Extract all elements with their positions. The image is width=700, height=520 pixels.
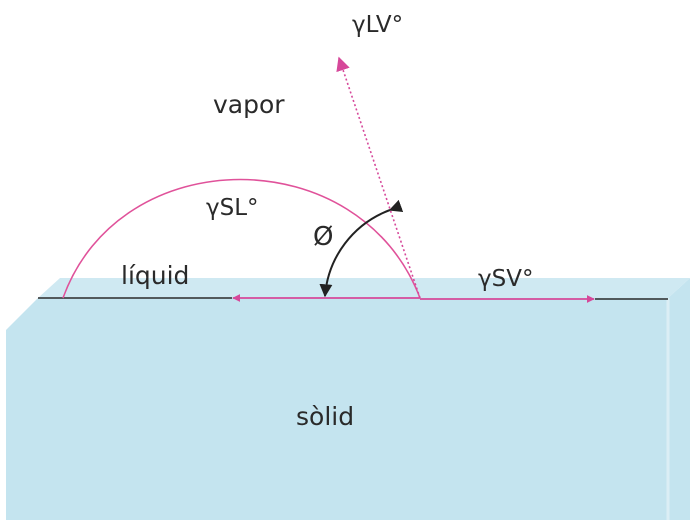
solid-label: sòlid (296, 402, 355, 431)
gamma-lv-label: γLV° (352, 12, 404, 38)
gamma-sl-label: γSL° (206, 195, 259, 221)
contact-angle-label: Ø (313, 222, 334, 252)
gamma-sv-label: γSV° (478, 266, 534, 292)
vapor-label: vapor (213, 90, 285, 119)
contact-angle-arc (319, 199, 404, 298)
liquid-label: líquid (121, 261, 190, 290)
gamma-lv-vector (336, 56, 421, 299)
solid-block (6, 278, 690, 520)
